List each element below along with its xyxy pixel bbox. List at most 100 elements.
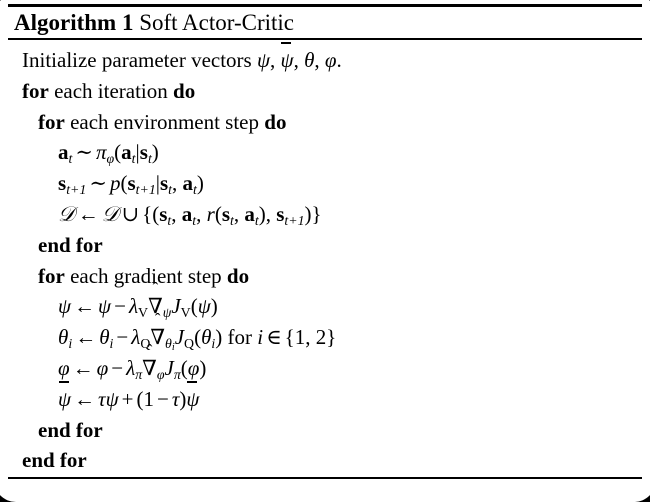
keyword-end-for-1: end for: [38, 232, 103, 257]
algorithm-number-label: Algorithm 1: [14, 10, 134, 35]
comma-7: ,: [233, 201, 240, 226]
sub-t-4: t: [168, 182, 173, 198]
algo-line-sample-action: at∼πφ(at|st): [58, 140, 159, 167]
symbol-pi-1: π: [95, 140, 107, 165]
for-index-text: for: [227, 325, 253, 350]
op-sim-1: ∼: [75, 140, 93, 165]
sub-t-9: t: [254, 212, 259, 228]
symbol-psi-bar: ψ: [281, 42, 294, 76]
algo-line-sample-state: st+1∼p(st+1|st, at): [58, 171, 204, 198]
symbol-theta-3: θ: [201, 325, 212, 350]
op-minus-2: −: [116, 325, 129, 350]
algorithm-body: Initialize parameter vectors ψ, ψ, θ, φ.…: [0, 42, 650, 476]
keyword-do-3: do: [226, 263, 250, 288]
sub-t-8: t: [230, 212, 234, 228]
symbol-phi-3: φ: [96, 355, 109, 380]
sub-i-3: i: [211, 336, 216, 352]
sub-pi-1: π: [135, 366, 143, 382]
algo-line-for-gradient-step: for each gradient step do: [0, 261, 650, 292]
algo-line-replay-buffer: 𝒟←𝒟∪{(st, at, r(st, at), st+1)}: [58, 201, 322, 228]
op-gets-2: ←: [74, 294, 96, 319]
keyword-do-1: do: [173, 78, 196, 103]
op-cup: ∪: [121, 201, 140, 226]
symbol-theta: θ: [304, 48, 315, 72]
symbol-psi-3: ψ: [98, 294, 112, 319]
symbol-theta-2: θ: [99, 325, 110, 350]
op-gets-4: ←: [72, 355, 94, 380]
rule-top: [8, 4, 642, 7]
sub-psi-1: ψ: [162, 305, 172, 321]
symbol-p: p: [109, 171, 121, 196]
sub-t-2: t: [131, 151, 136, 167]
algo-line-update-target: ψ←τψ+(1−τ)ψ: [0, 381, 650, 415]
number-one: 1: [143, 386, 154, 411]
symbol-D-1: 𝒟: [58, 201, 75, 226]
symbol-psi-bar-2: ψ: [58, 381, 71, 415]
sub-pi-2: π: [173, 366, 181, 382]
sub-t-6: t: [167, 212, 172, 228]
comma-6: ,: [196, 201, 202, 226]
vec-s-3: s: [127, 171, 136, 196]
sub-i-1: i: [68, 336, 73, 352]
algo-line-for-iteration: for each iteration do: [0, 76, 650, 107]
for-gradient-step-text: each gradient step: [70, 263, 222, 288]
symbol-i-index: i: [257, 325, 264, 350]
sub-Q-2: Q: [184, 336, 195, 352]
symbol-psi-2: ψ: [58, 294, 72, 319]
op-sim-2: ∼: [89, 171, 107, 196]
sub-tplus1-2: t+1: [135, 182, 156, 198]
keyword-do-2: do: [264, 109, 287, 134]
op-plus: +: [121, 386, 134, 411]
symbol-phi-2: φ: [58, 355, 70, 380]
keyword-end-for-2: end for: [38, 417, 103, 442]
set-one-two: {1, 2}: [284, 325, 337, 350]
sub-theta-i-1: θi: [165, 336, 175, 354]
comma-3: ,: [314, 48, 320, 72]
symbol-lambda-1: λ: [128, 294, 139, 319]
comma-8: ,: [265, 201, 271, 226]
vec-a-3: a: [182, 171, 194, 196]
comma-1: ,: [270, 48, 276, 72]
vec-s-5: s: [159, 201, 168, 226]
sub-i-2: i: [109, 336, 114, 352]
vec-a-1: a: [58, 140, 69, 165]
vec-s-4: s: [159, 171, 169, 196]
symbol-phi-4: φ: [187, 355, 200, 380]
for-iteration-text: each iteration: [54, 78, 168, 103]
sub-phi-2: φ: [156, 366, 165, 382]
symbol-psi-5: ψ: [105, 386, 119, 411]
sub-tplus1-3: t+1: [284, 212, 305, 228]
for-env-step-text: each environment step: [70, 109, 260, 134]
symbol-nabla-hat-2: ˆ∇: [150, 309, 166, 350]
symbol-lambda-2: λ: [131, 325, 141, 350]
keyword-end-for-3: end for: [22, 448, 87, 473]
symbol-tau-2: τ: [171, 386, 180, 411]
algo-line-for-env-step: for each environment step do: [0, 107, 650, 138]
sub-t-7: t: [192, 212, 197, 228]
rule-title-separator: [8, 38, 642, 40]
comma-2: ,: [293, 48, 299, 72]
op-gets-5: ←: [74, 386, 96, 411]
op-minus-1: −: [114, 294, 126, 319]
sub-t-5: t: [193, 182, 197, 198]
period-1: .: [336, 48, 342, 72]
symbol-psi-bar-3: ψ: [186, 381, 199, 415]
algo-line-end-for-env: end for: [0, 230, 650, 261]
symbol-lambda-3: λ: [126, 355, 136, 380]
sub-t-3: t: [147, 151, 152, 167]
vec-a-5: a: [244, 201, 255, 226]
comma-4: ,: [172, 171, 178, 196]
symbol-J-1: J: [171, 294, 181, 319]
symbol-nabla-hat-3: ˆ∇: [142, 340, 157, 380]
symbol-tau-1: τ: [98, 386, 106, 411]
op-minus-3: −: [111, 355, 124, 380]
vec-s-6: s: [221, 201, 230, 226]
symbol-D-2: 𝒟: [101, 201, 119, 226]
vec-s-7: s: [276, 201, 285, 226]
algo-line-initialize-text: Initialize parameter vectors: [22, 48, 252, 72]
sub-V-1: V: [138, 305, 149, 321]
